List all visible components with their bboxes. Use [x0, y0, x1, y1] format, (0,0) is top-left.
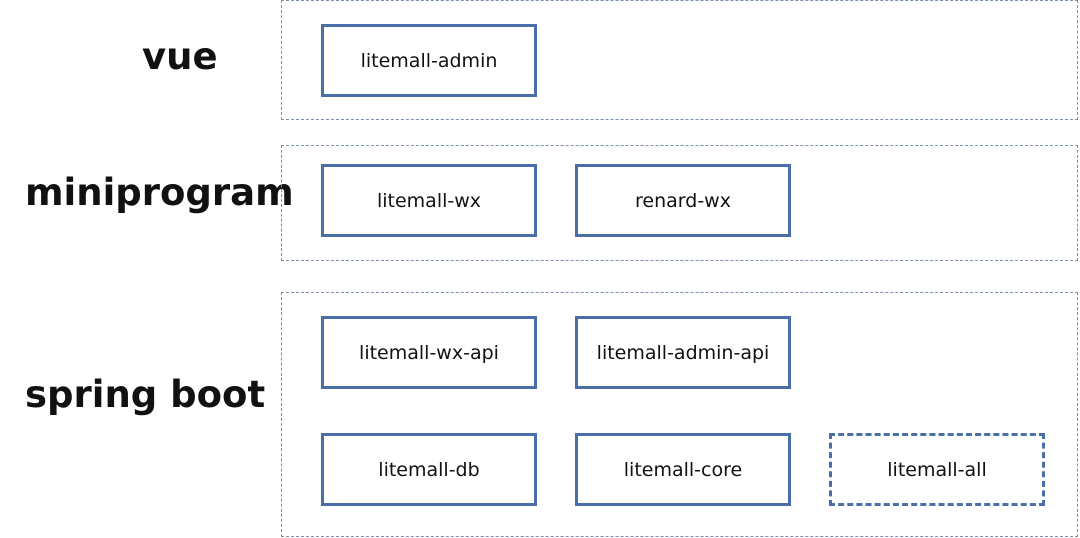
module-litemall-admin-api: litemall-admin-api: [575, 316, 791, 389]
layer-container-miniprogram: [281, 145, 1078, 261]
module-litemall-admin: litemall-admin: [321, 24, 537, 97]
module-renard-wx: renard-wx: [575, 164, 791, 237]
module-litemall-wx: litemall-wx: [321, 164, 537, 237]
layer-label-spring-boot: spring boot: [25, 373, 266, 416]
module-litemall-wx-api: litemall-wx-api: [321, 316, 537, 389]
module-litemall-all: litemall-all: [829, 433, 1045, 506]
module-litemall-db: litemall-db: [321, 433, 537, 506]
layer-container-vue: [281, 0, 1078, 120]
layer-container-spring-boot: [281, 292, 1078, 537]
layer-label-miniprogram: miniprogram: [25, 171, 294, 214]
module-litemall-core: litemall-core: [575, 433, 791, 506]
layer-label-vue: vue: [142, 35, 218, 78]
